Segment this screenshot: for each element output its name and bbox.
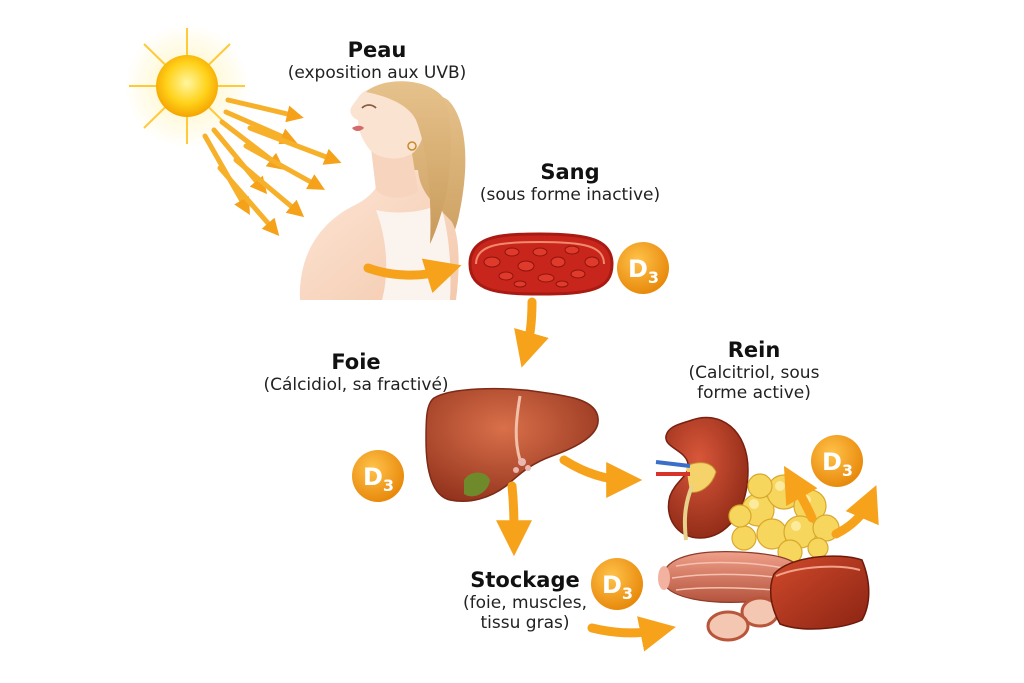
arrow-kidney-up-2: [831, 485, 879, 539]
blood-vessel-icon: [468, 232, 614, 296]
label-rein: Rein (Calcitriol, sous forme active): [672, 338, 836, 403]
arrow-liver-to-kidney: [559, 455, 643, 498]
sun-icon: [125, 24, 249, 148]
kidney-icon: [655, 416, 749, 541]
label-foie-title: Foie: [331, 350, 381, 374]
label-foie: Foie (Cálcidiol, sa fractivé): [238, 350, 474, 395]
label-peau: Peau (exposition aux UVB): [282, 38, 472, 83]
arrow-kidney-up-1: [783, 465, 818, 523]
arrow-blood-to-liver: [514, 297, 549, 368]
meat-icon: [769, 555, 870, 630]
label-foie-sub: (Cálcidiol, sa fractivé): [263, 374, 449, 395]
d3-badge-sang: D3: [617, 242, 669, 294]
label-sang-sub: (sous forme inactive): [479, 184, 661, 205]
label-stockage-sub2: tissu gras): [480, 612, 570, 633]
label-stockage-sub1: (foie, muscles,: [463, 592, 587, 613]
label-rein-sub1: (Calcitriol, sous: [688, 362, 820, 383]
label-rein-title: Rein: [727, 338, 781, 362]
label-sang-title: Sang: [540, 160, 600, 184]
svg-text:D3: D3: [822, 448, 853, 480]
arrow-liver-to-storage: [495, 481, 532, 557]
label-peau-sub: (exposition aux UVB): [287, 62, 467, 83]
sliced-meat-icon: [706, 596, 780, 642]
arrow-skin-to-blood: [363, 258, 462, 294]
label-sang: Sang (sous forme inactive): [470, 160, 670, 205]
arrow-storage-to-tissues: [587, 616, 676, 652]
d3-badge-rein: D3: [811, 435, 863, 487]
d3-badge-stockage: D3: [591, 558, 643, 610]
label-stockage-title: Stockage: [470, 568, 580, 592]
svg-text:D3: D3: [363, 463, 394, 495]
d3-badge-foie: D3: [352, 450, 404, 502]
label-peau-title: Peau: [347, 38, 407, 62]
label-rein-sub2: forme active): [697, 382, 811, 403]
svg-text:D3: D3: [628, 255, 659, 287]
liver-icon: [425, 387, 599, 502]
uvb-rays: [202, 97, 342, 237]
svg-text:D3: D3: [602, 571, 633, 603]
label-stockage: Stockage (foie, muscles, tissu gras): [450, 568, 600, 633]
